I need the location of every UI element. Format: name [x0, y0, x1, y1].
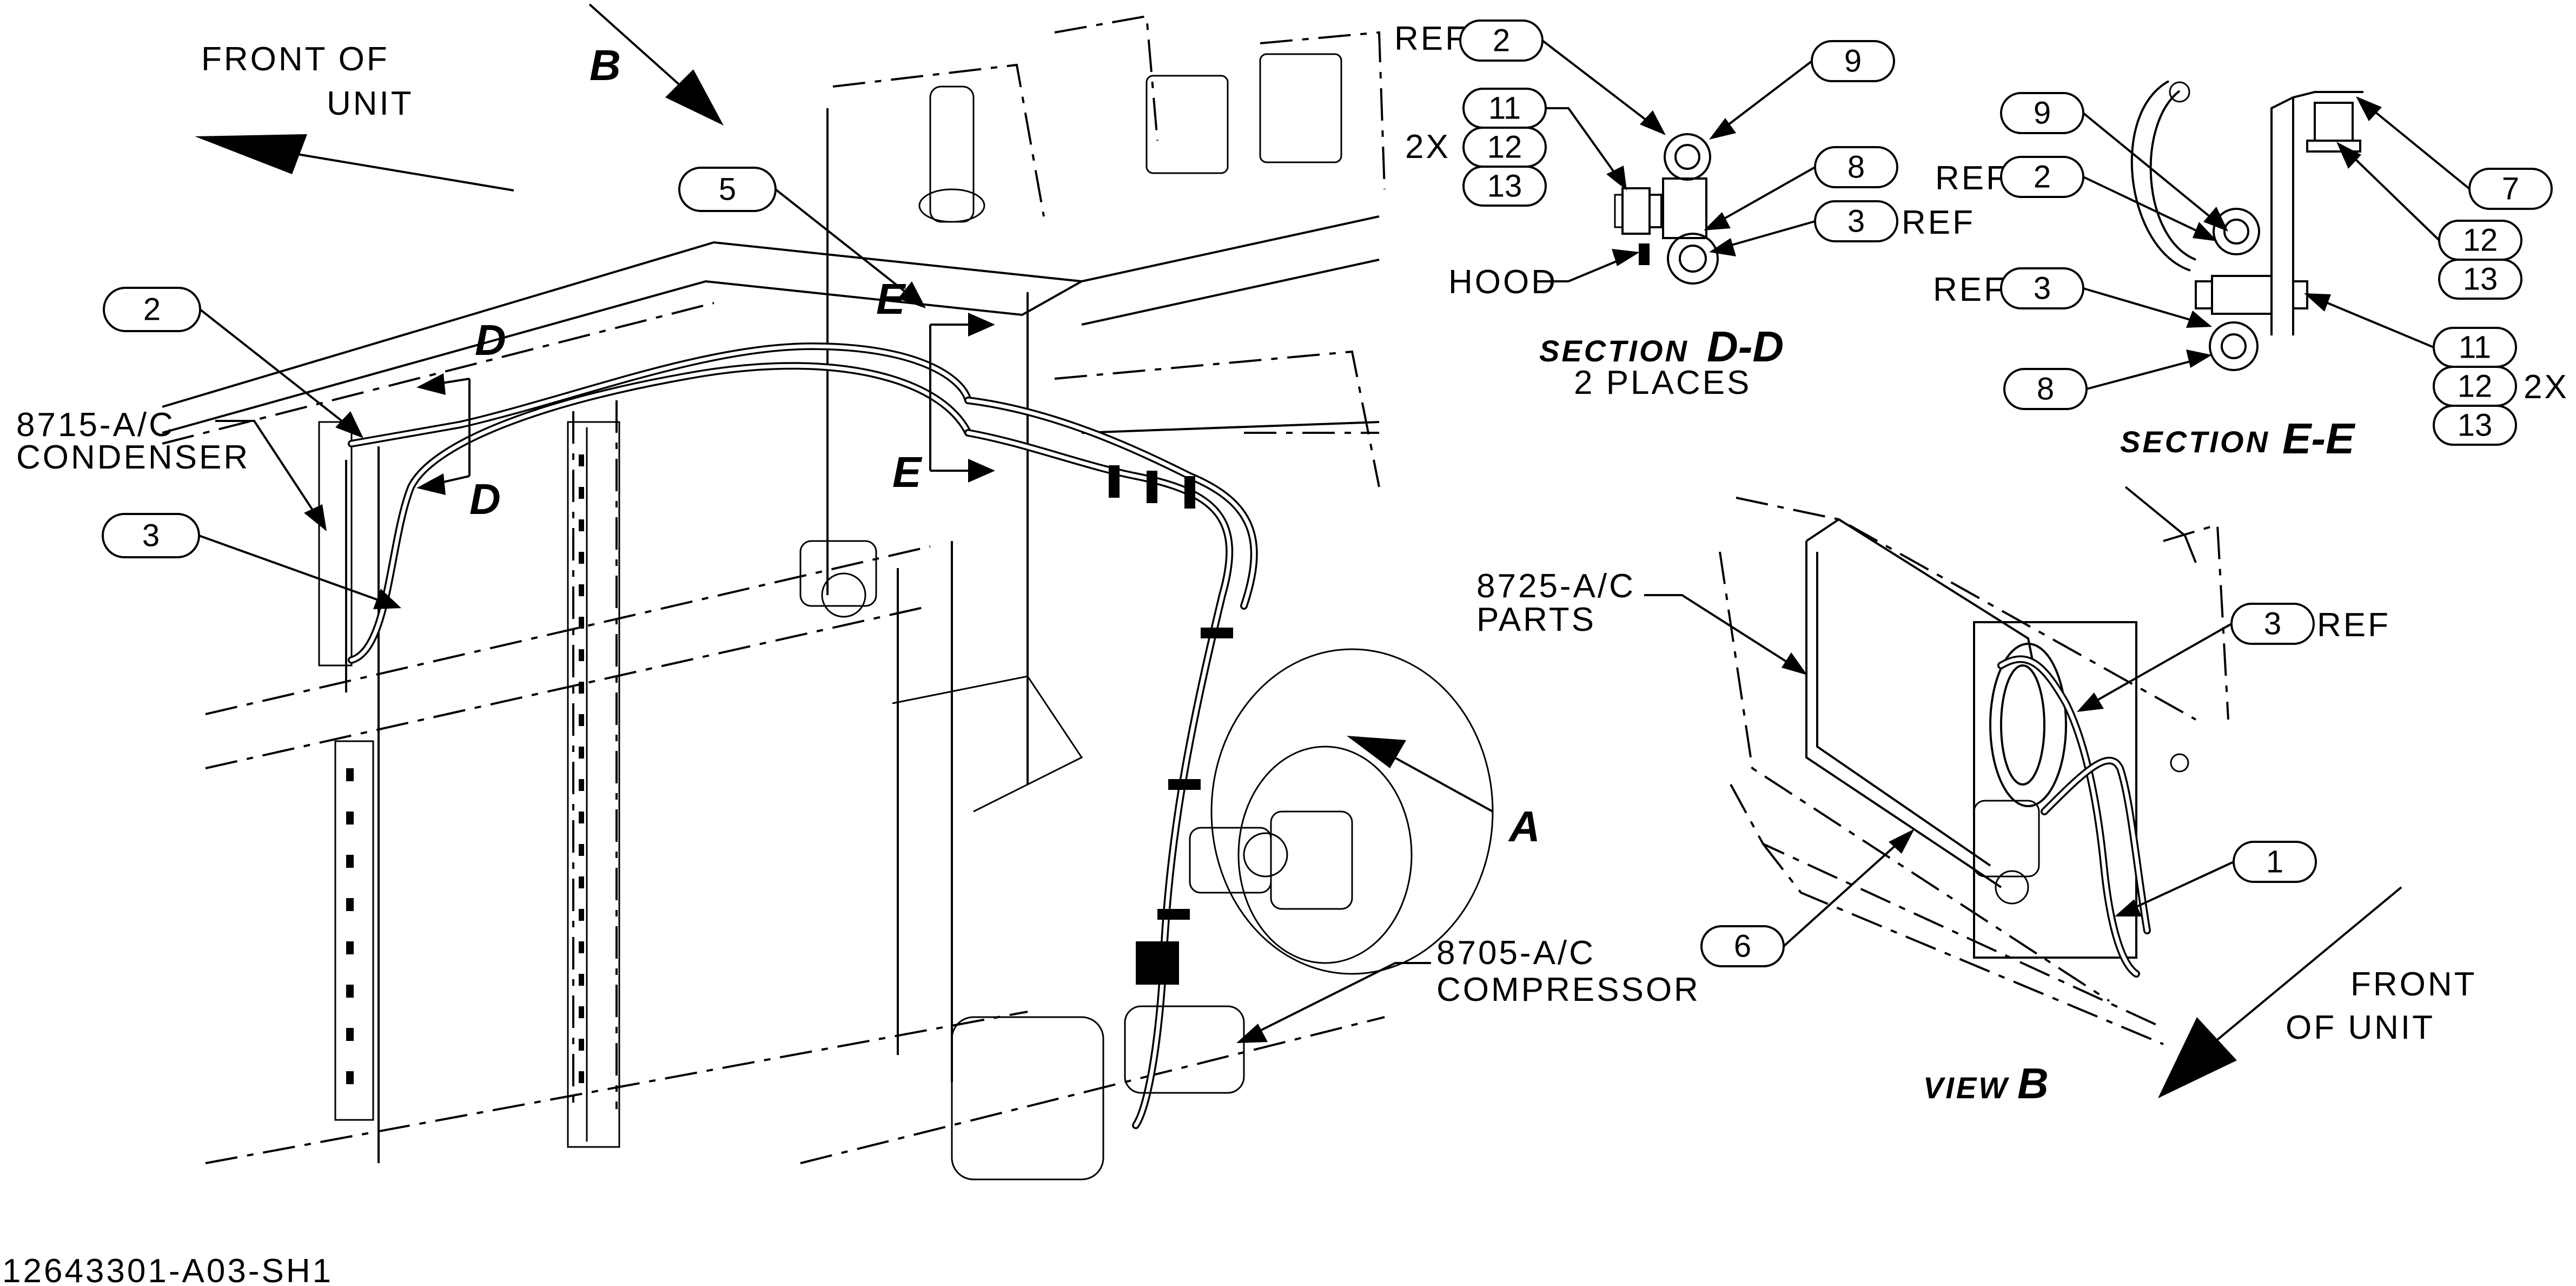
balloon-stack-dd: 11 12 13 — [1462, 88, 1627, 207]
balloon-dd-3-number: 3 — [1847, 204, 1865, 239]
balloon-5-main: 5 — [678, 167, 926, 308]
section-ee-geometry — [2130, 80, 2363, 371]
balloon-ee-8-number: 8 — [2037, 372, 2054, 407]
balloon-ee-11-number: 11 — [2459, 330, 2491, 365]
condenser-label-line1: 8715-A/C — [16, 406, 175, 444]
balloon-ee-13a-number: 13 — [2463, 262, 2498, 297]
balloon-ee-7-number: 7 — [2502, 172, 2519, 207]
section-ee-title-letters: E-E — [2282, 414, 2356, 463]
section-d-letter-bottom: D — [469, 475, 501, 523]
balloon-dd-13-number: 13 — [1487, 169, 1522, 204]
two-x-label-dd: 2X — [1405, 128, 1451, 166]
balloon-dd-9-number: 9 — [1844, 44, 1862, 79]
front-of-unit-b-line1: FRONT — [2350, 966, 2477, 1003]
balloon-5-main-number: 5 — [719, 172, 736, 207]
balloon-dd-2: 2 — [1459, 19, 1666, 135]
view-b-title-letter: B — [2017, 1059, 2049, 1107]
view-a-arrow: A — [1347, 736, 1540, 850]
front-of-unit-label-line2: UNIT — [327, 85, 414, 122]
compressor-label-line2: COMPRESSOR — [1436, 971, 1700, 1008]
section-e-letter-bottom: E — [892, 448, 923, 496]
ref-label-dd-2: REF — [1394, 20, 1468, 57]
ref-label-ee-3: REF — [1933, 271, 2007, 308]
compressor-label-line1: 8705-A/C — [1436, 934, 1595, 972]
balloon-ee-7: 7 — [2356, 96, 2553, 210]
front-of-unit-b-line2: OF UNIT — [2286, 1009, 2435, 1046]
ref-label-vb-3: REF — [2317, 606, 2390, 644]
balloon-dd-3: 3 REF — [1709, 200, 1975, 256]
main-isometric-view: FRONT OF UNIT B — [16, 3, 1700, 1181]
section-d-d: REF 2 9 2X 11 12 13 8 — [1394, 19, 1975, 401]
condenser-label-line2: CONDENSER — [16, 439, 250, 476]
balloon-ee-13b-number: 13 — [2458, 408, 2493, 443]
balloon-3-main: 3 — [102, 513, 401, 609]
ac-hose-lines — [348, 342, 1258, 1129]
balloon-vb-6: 6 — [1700, 829, 1915, 967]
front-of-unit-arrow — [195, 134, 514, 192]
balloon-ee-8: 8 — [2003, 349, 2212, 410]
balloon-ee-2: 2 — [2000, 156, 2217, 241]
balloon-ee-3: 3 — [2000, 267, 2212, 328]
balloon-stack-ee-11-12-13: 11 12 13 2X — [2304, 293, 2569, 446]
balloon-dd-12-number: 12 — [1487, 130, 1522, 165]
section-cut-d: D D — [416, 316, 506, 523]
section-ee-title-word: SECTION — [2120, 425, 2270, 459]
balloon-dd-11-number: 11 — [1488, 91, 1521, 126]
balloon-dd-9: 9 — [1709, 40, 1895, 140]
engine-components — [799, 85, 1494, 1181]
drawing-number: 12643301-A03-SH1 — [2, 1252, 333, 1286]
balloon-dd-2-number: 2 — [1493, 23, 1510, 58]
view-b-geometry — [1719, 486, 2229, 1045]
parts-callout: 8725-A/C PARTS — [1476, 568, 1807, 675]
balloon-vb-3-number: 3 — [2264, 606, 2281, 642]
balloon-dd-8-number: 8 — [1847, 150, 1865, 185]
balloon-stack-ee-12-13: 12 13 — [2336, 142, 2522, 300]
section-d-letter-top: D — [475, 316, 506, 364]
parts-label-line1: 8725-A/C — [1476, 568, 1635, 605]
balloon-ee-3-number: 3 — [2034, 271, 2051, 306]
balloon-ee-9-number: 9 — [2034, 96, 2051, 131]
balloon-vb-6-number: 6 — [1734, 929, 1751, 964]
section-cut-e: E E — [876, 275, 995, 496]
balloon-ee-12a-number: 12 — [2463, 223, 2498, 258]
view-a-letter: A — [1508, 802, 1540, 850]
balloon-ee-2-number: 2 — [2034, 160, 2051, 195]
parts-label-line2: PARTS — [1476, 601, 1596, 638]
balloon-ee-9: 9 — [2000, 92, 2228, 232]
balloon-2-main: 2 — [103, 287, 363, 438]
balloon-3-main-number: 3 — [142, 518, 160, 553]
balloon-dd-8: 8 — [1704, 146, 1898, 230]
balloon-vb-3: 3 REF — [2077, 603, 2390, 712]
hose-clamps — [1109, 465, 1233, 985]
section-dd-title-word: SECTION — [1539, 334, 1689, 368]
two-x-label-ee: 2X — [2524, 368, 2569, 406]
ref-label-dd-3: REF — [1902, 204, 1975, 241]
balloon-ee-12b-number: 12 — [2458, 369, 2493, 404]
condenser-callout: 8715-A/C CONDENSER — [16, 406, 327, 531]
view-b: 8725-A/C PARTS 3 REF 1 6 FRONT — [1476, 486, 2477, 1107]
view-b-title-word: VIEW — [1923, 1071, 2009, 1105]
front-of-unit-arrow-view-b: FRONT OF UNIT — [2158, 886, 2477, 1098]
compressor-callout: 8705-A/C COMPRESSOR — [1236, 934, 1700, 1043]
balloon-vb-1-number: 1 — [2266, 845, 2283, 880]
front-of-unit-label-line1: FRONT OF — [201, 41, 389, 78]
section-e-e: 9 REF 2 REF 3 8 — [1933, 80, 2569, 463]
rail-holes — [346, 454, 584, 1084]
machine-frame-outline — [162, 15, 1386, 1164]
section-dd-places: 2 PLACES — [1574, 364, 1751, 401]
balloon-vb-1: 1 — [2115, 841, 2317, 916]
ref-label-ee-2: REF — [1935, 160, 2009, 197]
view-b-arrow-letter: B — [590, 41, 621, 89]
view-b-arrow — [588, 3, 724, 126]
section-dd-title-letters: D-D — [1707, 322, 1784, 371]
balloon-2-main-number: 2 — [143, 292, 161, 327]
section-dd-geometry — [1614, 133, 1719, 285]
